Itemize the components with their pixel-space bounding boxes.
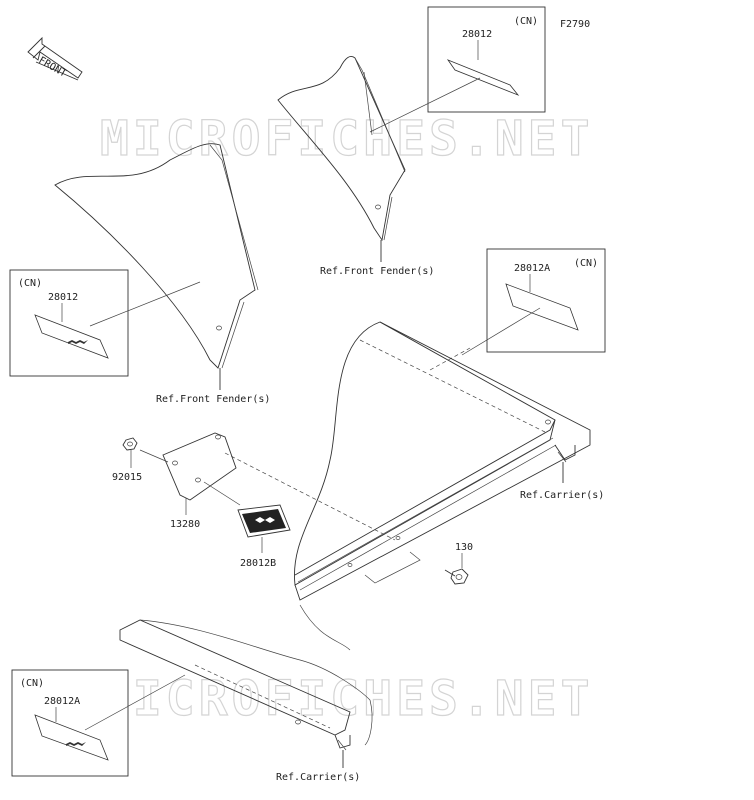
part-28012a-right: 28012A	[514, 263, 550, 274]
watermark-bottom: MICROFICHES.NET	[100, 671, 593, 727]
region-tag-right: (CN)	[574, 258, 598, 269]
part-130: 130	[455, 542, 473, 553]
front-fender-left	[54, 143, 259, 390]
decal-logo-icon-bottom	[66, 742, 86, 746]
callout-box-top: (CN) 28012	[369, 6, 546, 133]
carrier-right	[224, 321, 591, 651]
bracket-13280	[162, 432, 237, 501]
part-28012a-bottom: 28012A	[44, 696, 80, 707]
decal-logo-icon	[68, 340, 88, 344]
callout-box-bottom: (CN) 28012A	[11, 669, 186, 777]
ref-carrier-right: Ref.Carrier(s)	[520, 490, 604, 501]
decal-28012a-right	[505, 283, 579, 331]
decal-28012-top	[446, 59, 520, 96]
reflector-28012b	[237, 504, 291, 538]
bolt-130-icon	[444, 568, 469, 585]
part-28012-top: 28012	[462, 29, 492, 40]
ref-carrier-bottom: Ref.Carrier(s)	[276, 772, 360, 783]
part-28012-left: 28012	[48, 292, 78, 303]
watermark-top: MICROFICHES.NET	[100, 111, 593, 167]
reflector-logo-icon	[255, 517, 275, 523]
part-13280: 13280	[170, 519, 200, 530]
callout-box-right: 28012A (CN)	[461, 248, 606, 356]
figure-code: F2790	[560, 19, 590, 30]
region-tag-left: (CN)	[18, 278, 42, 289]
nut-92015-icon	[122, 437, 138, 451]
ref-front-fender-top: Ref.Front Fender(s)	[320, 266, 434, 277]
region-tag-bottom: (CN)	[20, 678, 44, 689]
carrier-bottom	[119, 619, 373, 768]
bracket-assembly	[122, 432, 291, 553]
ref-front-fender-left: Ref.Front Fender(s)	[156, 394, 270, 405]
callout-box-left: (CN) 28012	[9, 269, 201, 377]
front-arrow-icon: FRONT	[27, 36, 83, 81]
part-92015: 92015	[112, 472, 142, 483]
part-28012b: 28012B	[240, 558, 276, 569]
front-fender-top	[277, 56, 406, 262]
region-tag-top: (CN)	[514, 16, 538, 27]
decal-28012a-bottom	[34, 714, 109, 761]
decal-28012-left	[34, 314, 109, 359]
